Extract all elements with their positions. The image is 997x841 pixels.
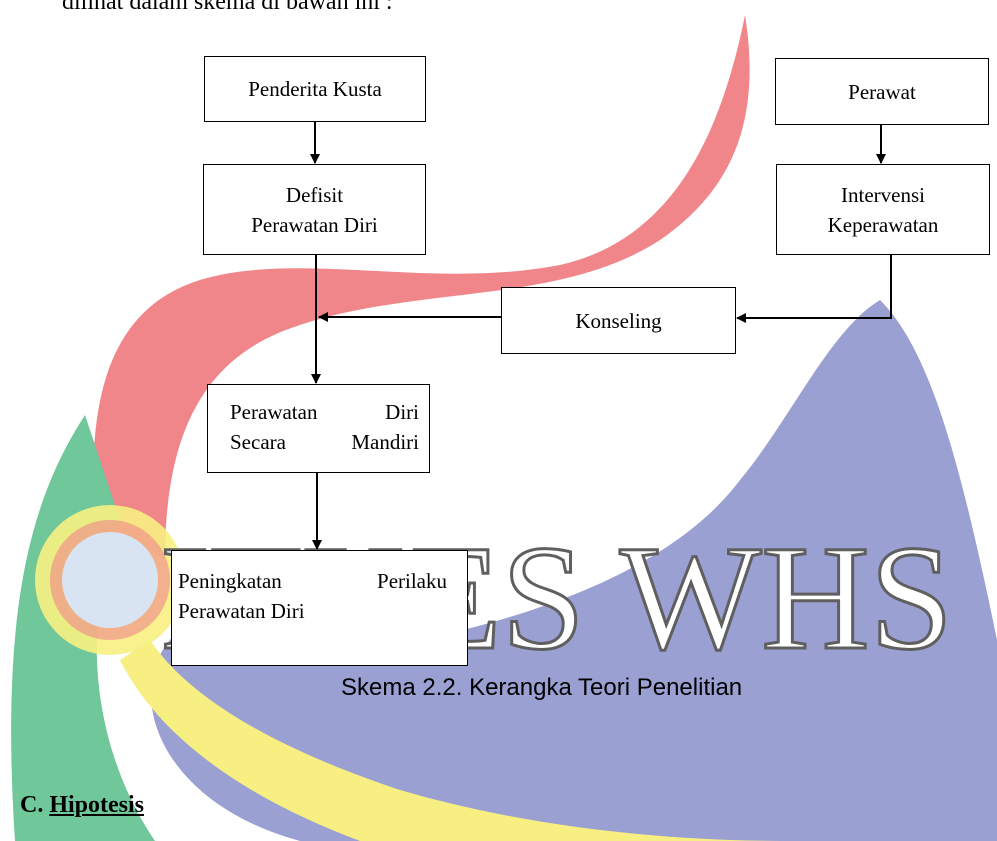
node-defisit-line1: Defisit [285, 182, 344, 207]
watermark-blue-swoosh [151, 300, 997, 841]
arrow-intervensi-to-konseling [736, 255, 892, 323]
intro-text: dilihat dalam skema di bawah ini : [62, 0, 393, 15]
node-peningkatan-line1-word1: Peningkatan [178, 569, 282, 593]
node-konseling-label: Konseling [575, 308, 662, 333]
node-mandiri-line2-word2: Mandiri [351, 430, 419, 454]
node-peningkatan-perilaku: Peningkatan Perilaku Perawatan Diri [171, 550, 468, 666]
diagram-caption: Skema 2.2. Kerangka Teori Penelitian [341, 674, 743, 701]
node-mandiri-line2: Secara Mandiri [230, 427, 419, 457]
node-mandiri-line1-word1: Perawatan [230, 400, 318, 424]
section-heading: C.Hipotesis [20, 792, 144, 819]
watermark-yellow-swoosh [120, 640, 780, 841]
node-perawat: Perawat [775, 58, 989, 125]
node-intervensi-line2: Keperawatan [827, 212, 939, 237]
node-penderita-kusta-label: Penderita Kusta [248, 77, 382, 101]
watermark-red-swoosh [93, 15, 750, 560]
node-defisit-line2: Perawatan Diri [251, 212, 378, 237]
node-mandiri-line2-word1: Secara [230, 430, 286, 454]
node-penderita-kusta: Penderita Kusta [204, 56, 426, 122]
node-peningkatan-line2: Perawatan Diri [178, 599, 305, 623]
node-intervensi-keperawatan: Intervensi Keperawatan [776, 164, 990, 255]
node-intervensi-line1: Intervensi [841, 182, 925, 207]
node-mandiri-line1-word2: Diri [385, 400, 419, 424]
section-title: Hipotesis [49, 792, 145, 818]
watermark-globe [62, 532, 158, 628]
section-number: C. [20, 792, 44, 818]
node-perawatan-diri-mandiri: Perawatan Diri Secara Mandiri [207, 384, 430, 473]
node-perawat-label: Perawat [848, 79, 916, 104]
node-konseling: Konseling [501, 287, 736, 354]
node-peningkatan-line1: Peningkatan Perilaku [178, 566, 447, 596]
node-defisit-perawatan-diri: Defisit Perawatan Diri [203, 164, 426, 255]
node-mandiri-line1: Perawatan Diri [230, 397, 419, 427]
node-peningkatan-line1-word2: Perilaku [377, 569, 447, 593]
